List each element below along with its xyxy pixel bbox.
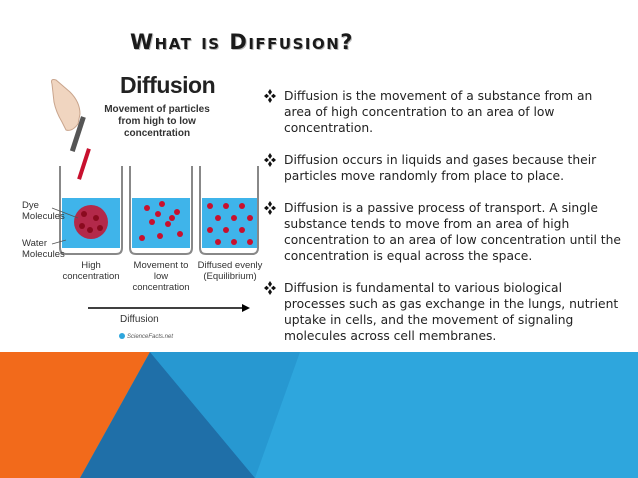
diffusion-arrow-head	[242, 304, 250, 312]
bullet-item: Diffusion is a passive process of transp…	[262, 200, 622, 264]
dark-blue-triangle	[80, 352, 255, 478]
bullet-text: Diffusion is a passive process of transp…	[284, 201, 621, 263]
diagram-subtitle: Movement of particles from high to low c…	[104, 104, 210, 139]
diamond-bullet-icon	[264, 89, 276, 103]
pipette-tip	[77, 148, 91, 180]
bullet-item: Diffusion is fundamental to various biol…	[262, 280, 622, 344]
diffusion-diagram: Diffusion Movement of particles from hig…	[22, 72, 262, 344]
slide-title: What is Diffusion?	[130, 30, 354, 54]
beaker-equilibrium	[199, 166, 259, 255]
beakers-illustration	[51, 79, 259, 339]
dye-pointer-line	[51, 207, 79, 219]
sciencefacts-logo-icon	[119, 333, 125, 339]
pipette-icon	[69, 116, 86, 152]
caption-high-concentration: High concentration	[62, 260, 120, 282]
bullet-text: Diffusion occurs in liquids and gases be…	[284, 153, 597, 183]
diagram-title: Diffusion	[120, 72, 216, 98]
water-pointer-line	[51, 239, 67, 245]
diffusion-axis-label: Diffusion	[120, 314, 159, 325]
bullet-item: Diffusion occurs in liquids and gases be…	[262, 152, 622, 184]
bullet-text: Diffusion is the movement of a substance…	[284, 89, 593, 135]
dye-molecules-label: Dye Molecules	[22, 200, 65, 222]
orange-triangle	[0, 352, 150, 478]
bullet-item: Diffusion is the movement of a substance…	[262, 88, 622, 136]
water-molecules-label: Water Molecules	[22, 238, 65, 260]
hand-icon	[51, 79, 81, 131]
mid-blue-triangle	[150, 352, 300, 478]
bullet-list: Diffusion is the movement of a substance…	[262, 88, 622, 360]
diamond-bullet-icon	[264, 201, 276, 215]
sciencefacts-logo-text: ScienceFacts.net	[127, 334, 174, 340]
beaker-high-concentration	[59, 166, 123, 255]
beaker-movement	[129, 166, 193, 255]
caption-movement: Movement to low concentration	[132, 260, 190, 293]
caption-equilibrium: Diffused evenly (Equilibrium)	[197, 260, 263, 282]
diamond-bullet-icon	[264, 281, 276, 295]
diamond-bullet-icon	[264, 153, 276, 167]
bullet-text: Diffusion is fundamental to various biol…	[284, 281, 619, 343]
